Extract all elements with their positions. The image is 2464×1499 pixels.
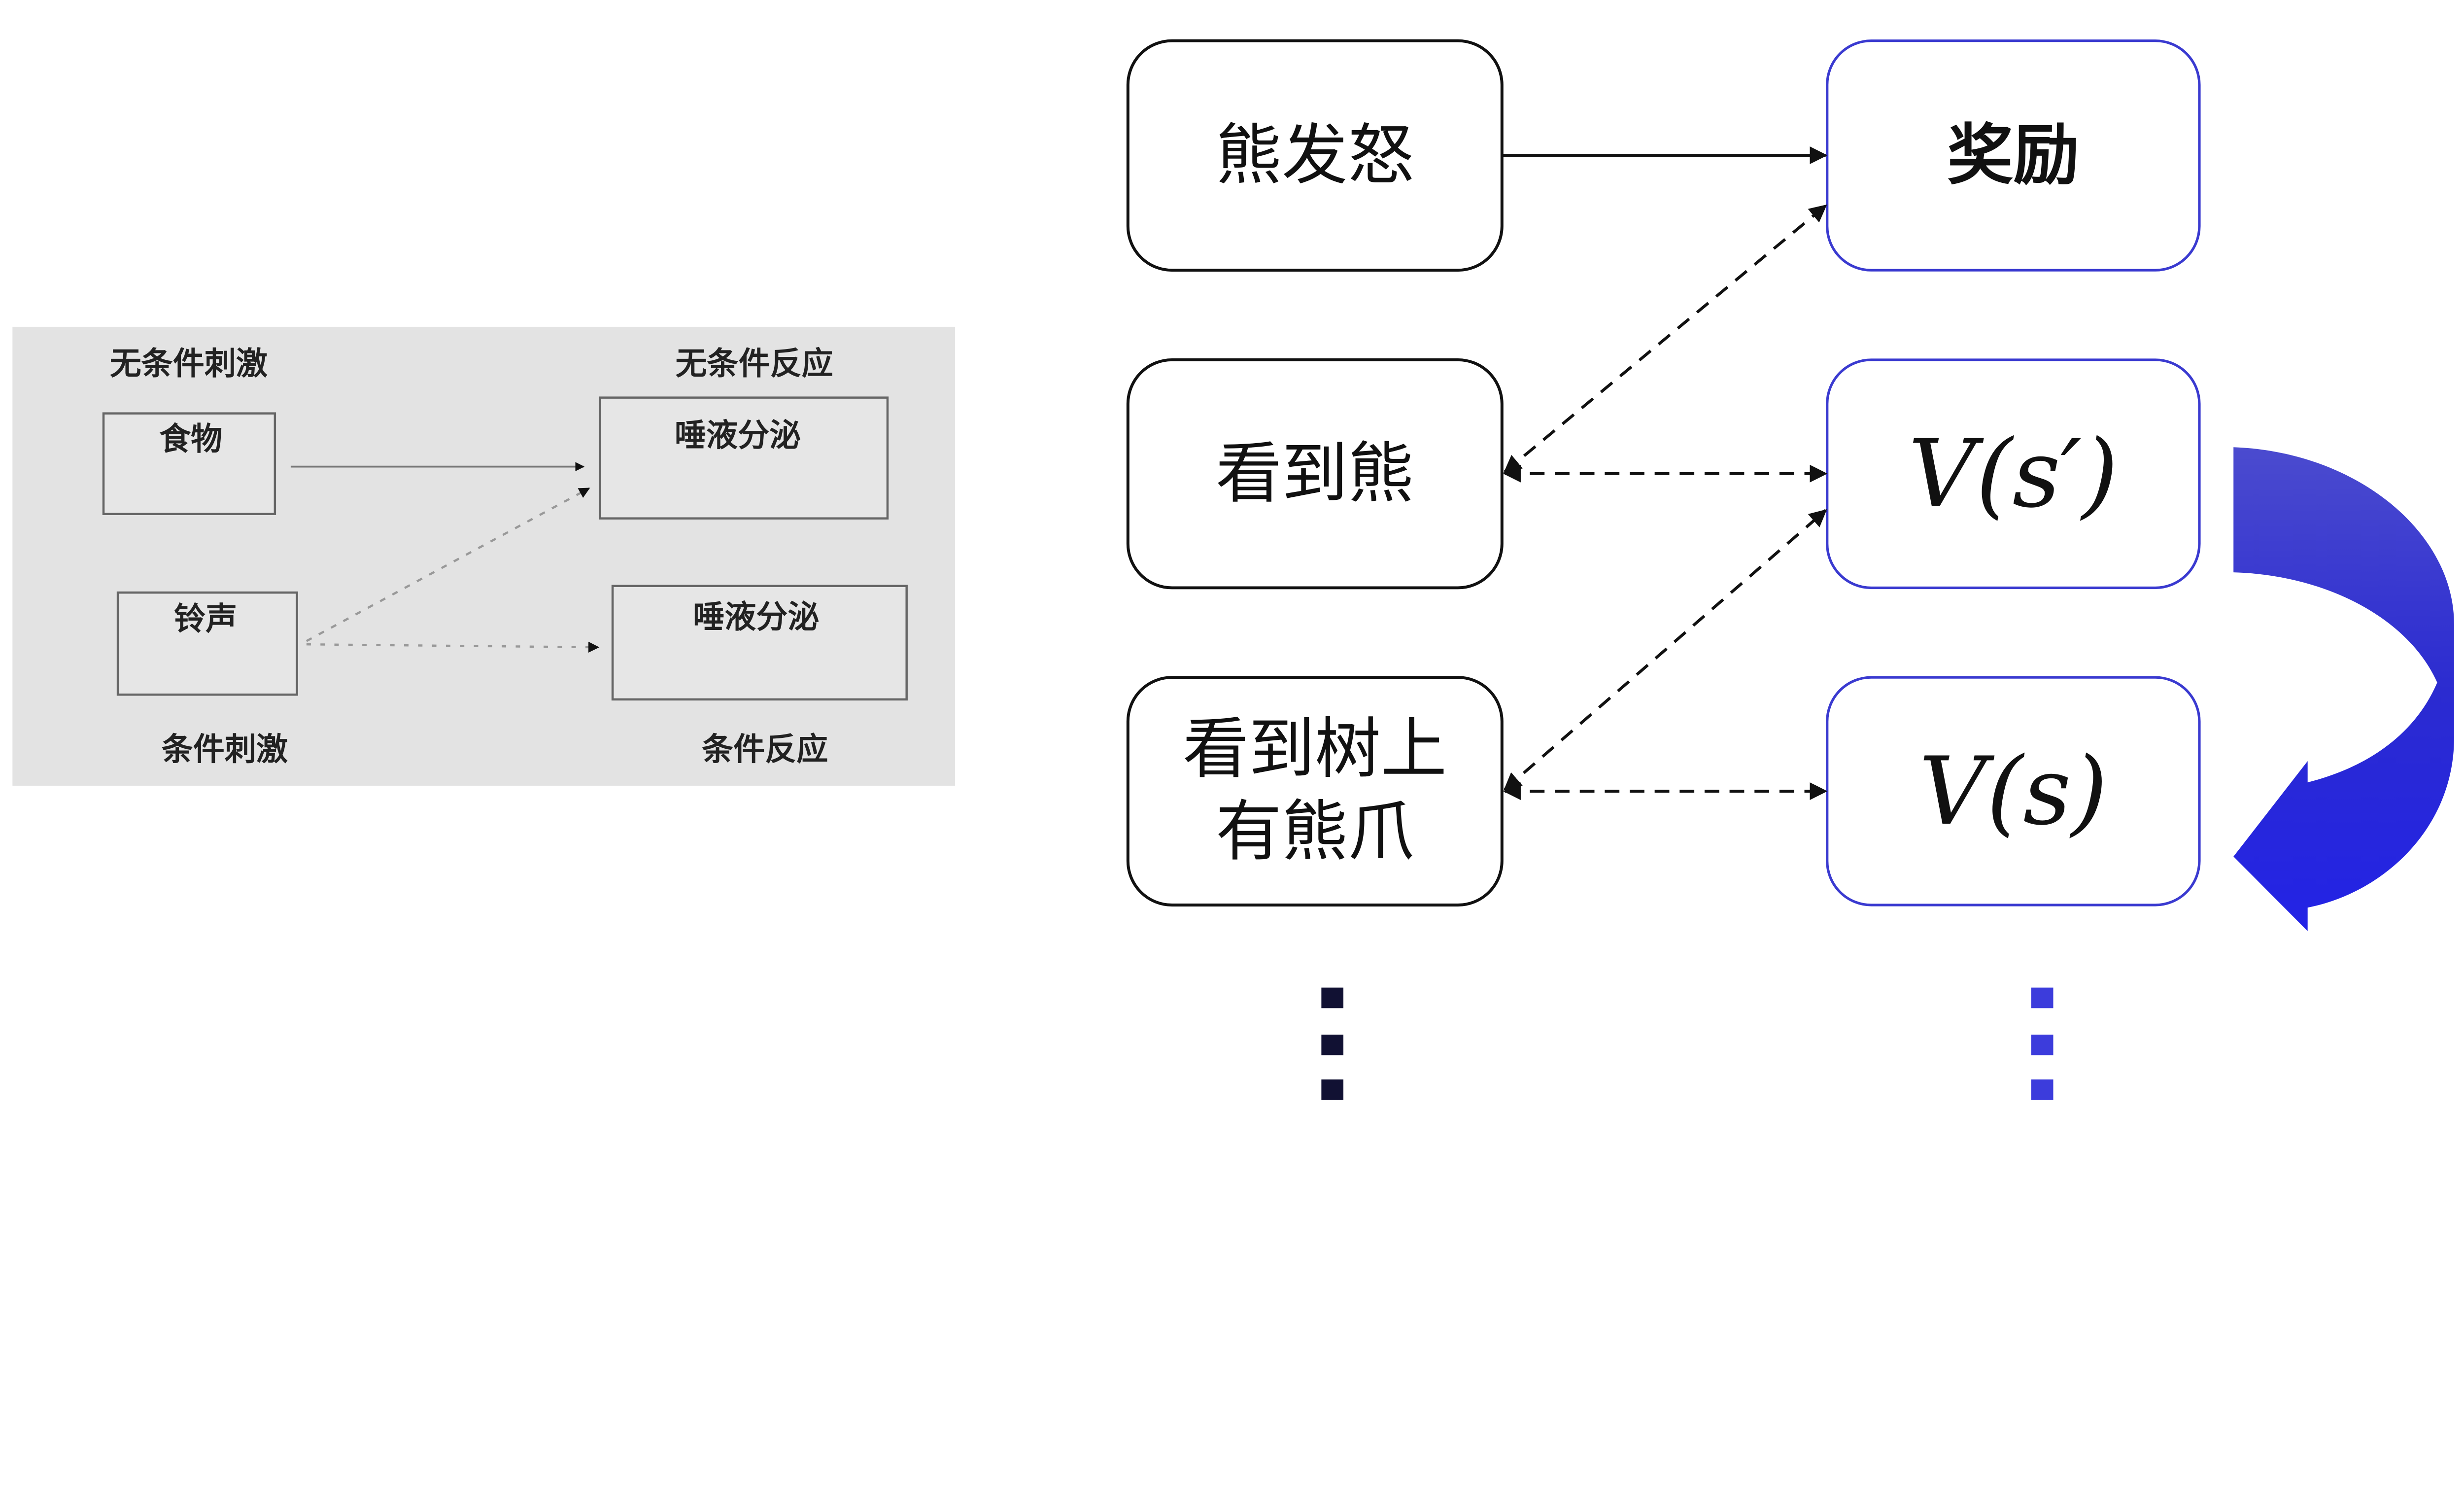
node-see-claw-marks: 看到树上 有熊爪 [1126,676,1504,906]
unconditioned-response-label: 无条件反应 [675,346,833,383]
value-diagram: 熊发怒 看到熊 看到树上 有熊爪 奖励 [1126,39,2454,1100]
conditioned-response-label: 条件反应 [702,732,828,768]
node-see-claw-line1: 看到树上 [1183,710,1447,787]
value-backup-curved-arrow-icon [2233,447,2454,931]
node-reward-label: 奖励 [1947,117,2079,194]
bell-label: 铃声 [174,601,237,637]
node-bear-angry: 熊发怒 [1126,39,1504,272]
see-bear-reward-dashed-arrow [1504,204,1827,473]
continuation-dots-right [2031,987,2053,1100]
salivation-box-1: 唾液分泌 [599,396,889,520]
node-value-next-label: V(s′) [1908,419,2119,528]
continuation-dots-left [1321,987,1344,1100]
food-label: 食物 [159,421,222,457]
conditioned-stimulus-label: 条件刺激 [162,732,288,768]
node-see-bear: 看到熊 [1126,358,1504,590]
node-value-current-label: V(s) [1918,736,2108,846]
bell-box: 铃声 [116,591,298,696]
unconditioned-stimulus-label: 无条件刺激 [110,346,268,383]
node-see-claw-line2: 有熊爪 [1216,793,1414,870]
diagram-canvas: 无条件刺激 无条件反应 食物 唾液分泌 铃声 唾液分泌 条件刺激 条件反应 熊发… [12,39,2454,1100]
conditioning-background [12,326,956,786]
diagram-stage: 无条件刺激 无条件反应 食物 唾液分泌 铃声 唾液分泌 条件刺激 条件反应 熊发… [12,39,2454,1100]
bell-to-salivation-dotted-arrow [306,487,590,642]
salivation-box-2: 唾液分泌 [611,585,908,701]
node-see-bear-label: 看到熊 [1216,435,1414,512]
claw-value-next-dashed-arrow [1504,509,1827,791]
food-box: 食物 [102,412,276,515]
salivation-label-1: 唾液分泌 [675,418,801,454]
conditioning-diagram: 无条件刺激 无条件反应 食物 唾液分泌 铃声 唾液分泌 条件刺激 条件反应 [12,326,956,786]
node-bear-angry-label: 熊发怒 [1216,117,1414,194]
node-reward: 奖励 [1826,39,2201,272]
salivation-label-2: 唾液分泌 [693,599,819,636]
